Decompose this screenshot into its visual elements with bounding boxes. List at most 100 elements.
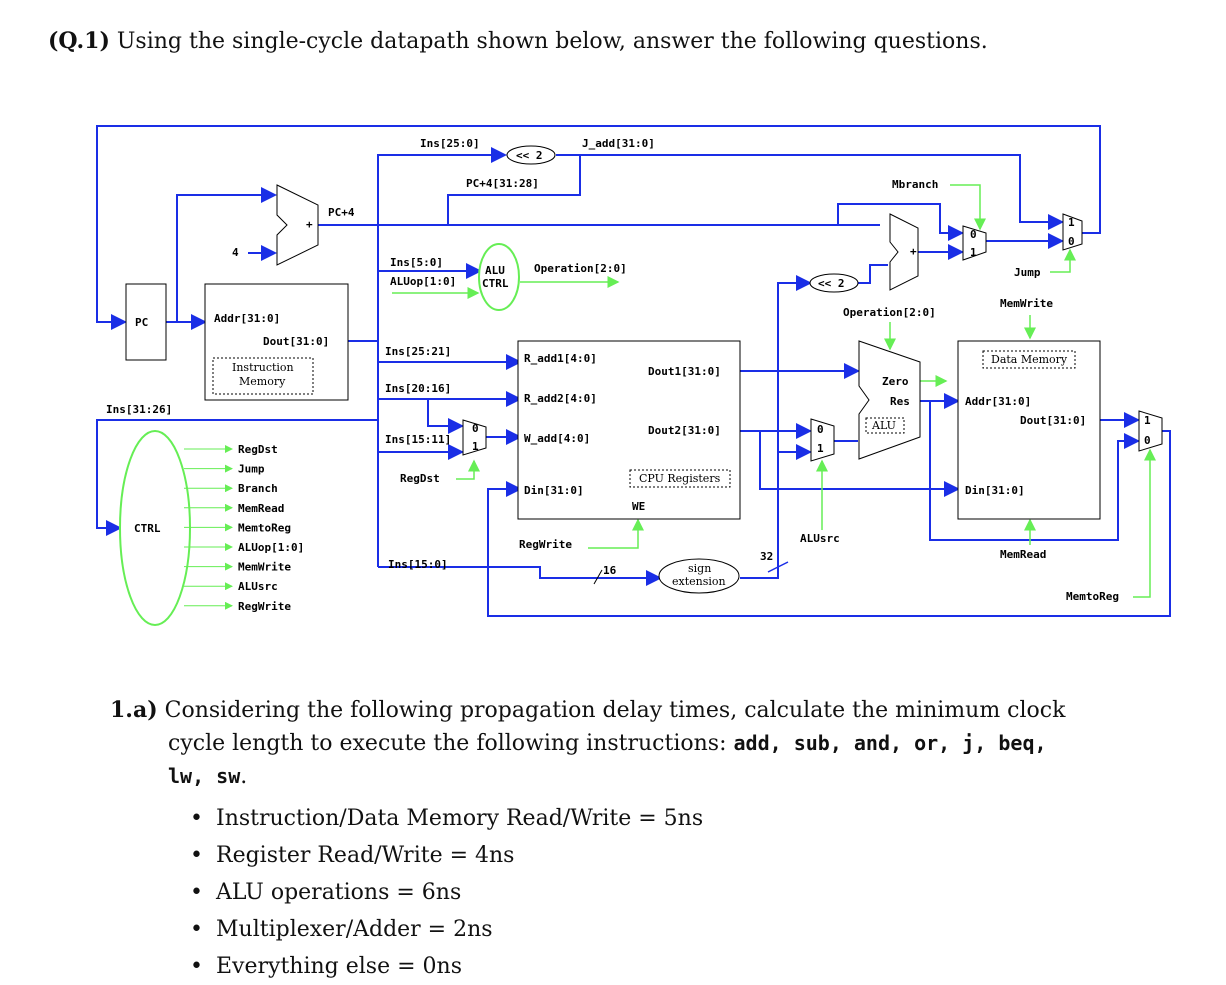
delay-item: •Multiplexer/Adder = 2ns bbox=[190, 917, 493, 942]
memtoreg-mux bbox=[1138, 410, 1163, 452]
jump-control bbox=[1050, 248, 1076, 273]
delay-item: •ALU operations = 6ns bbox=[190, 880, 462, 905]
operation-top-label: Operation[2:0] bbox=[534, 262, 627, 275]
svg-text:CTRL: CTRL bbox=[482, 277, 509, 290]
alusrc-label: ALUsrc bbox=[800, 532, 840, 545]
svg-text:<< 2: << 2 bbox=[516, 149, 543, 162]
pc4-31-28-label: PC+4[31:28] bbox=[466, 177, 539, 190]
svg-text:WE: WE bbox=[632, 500, 645, 513]
alusrc-mux bbox=[810, 418, 835, 462]
svg-text:Res: Res bbox=[890, 395, 910, 408]
ctrl-output-label: RegWrite bbox=[238, 600, 291, 613]
ins5-0-label: Ins[5:0] bbox=[390, 256, 443, 269]
svg-text:Dout[31:0]: Dout[31:0] bbox=[263, 335, 329, 348]
svg-text:Instruction: Instruction bbox=[232, 361, 294, 374]
svg-text:16: 16 bbox=[603, 564, 617, 577]
writeback-wire bbox=[487, 430, 1171, 617]
delay-list: •Instruction/Data Memory Read/Write = 5n… bbox=[190, 800, 703, 985]
svg-text:<< 2: << 2 bbox=[818, 277, 845, 290]
aluop-label: ALUop[1:0] bbox=[390, 275, 456, 288]
svg-text:Din[31:0]: Din[31:0] bbox=[524, 484, 584, 497]
memtoreg-label: MemtoReg bbox=[1066, 590, 1119, 603]
svg-text:Addr[31:0]: Addr[31:0] bbox=[965, 395, 1031, 408]
memtoreg-control bbox=[1133, 448, 1156, 598]
ctrl-output-label: Branch bbox=[238, 482, 278, 495]
mbranch-label: Mbranch bbox=[892, 178, 938, 191]
regdst-label: RegDst bbox=[400, 472, 440, 485]
four-label: 4 bbox=[232, 246, 239, 259]
ctrl-output-label: MemWrite bbox=[238, 561, 291, 574]
regdst-mux bbox=[462, 419, 487, 456]
svg-text:Zero: Zero bbox=[882, 375, 909, 388]
svg-text:+: + bbox=[306, 218, 313, 231]
ins15-0-label: Ins[15:0] bbox=[388, 558, 448, 571]
svg-text:0: 0 bbox=[1068, 235, 1075, 248]
question-number: (Q.1) bbox=[48, 28, 110, 54]
instruction-bus bbox=[348, 147, 507, 342]
memwrite-label: MemWrite bbox=[1000, 297, 1053, 310]
ins25-21-label: Ins[25:21] bbox=[385, 345, 451, 358]
ctrl-output-label: ALUsrc bbox=[238, 580, 278, 593]
svg-text:Dout1[31:0]: Dout1[31:0] bbox=[648, 365, 721, 378]
pc4-31-28-wire bbox=[447, 155, 581, 225]
part-a-text-1: Considering the following propagation de… bbox=[164, 698, 1066, 723]
jump-feedback-wire bbox=[96, 125, 1101, 330]
register-file bbox=[517, 340, 741, 520]
mbranch-control bbox=[950, 184, 986, 231]
shift-left-2-branch bbox=[809, 273, 859, 293]
svg-text:W_add[4:0]: W_add[4:0] bbox=[524, 432, 590, 445]
svg-text:1: 1 bbox=[472, 440, 479, 453]
regwrite-label: RegWrite bbox=[519, 538, 572, 551]
ctrl-output-label: MemtoReg bbox=[238, 521, 291, 534]
pc4-label: PC+4 bbox=[328, 206, 355, 219]
svg-text:Addr[31:0]: Addr[31:0] bbox=[214, 312, 280, 325]
mbranch-mux bbox=[962, 225, 987, 261]
ins20-16-label: Ins[20:16] bbox=[385, 382, 451, 395]
question-text: Using the single-cycle datapath shown be… bbox=[116, 29, 988, 54]
svg-text:1: 1 bbox=[1068, 216, 1075, 229]
svg-text:R_add2[4:0]: R_add2[4:0] bbox=[524, 392, 597, 405]
svg-text:Dout[31:0]: Dout[31:0] bbox=[1020, 414, 1086, 427]
shift-left-2-jump bbox=[506, 145, 556, 165]
svg-text:1: 1 bbox=[817, 442, 824, 455]
single-cycle-datapath-diagram: PC + 4 PC+4 << 2 Ins[25:0] J_add[31:0] P… bbox=[96, 125, 1171, 626]
jump-label: Jump bbox=[1014, 266, 1041, 279]
svg-text:Data Memory: Data Memory bbox=[991, 353, 1068, 366]
svg-text:CPU Registers: CPU Registers bbox=[639, 472, 721, 485]
sign-extension-unit bbox=[658, 558, 740, 594]
svg-text:Dout2[31:0]: Dout2[31:0] bbox=[648, 424, 721, 437]
dout2-to-dm-din bbox=[759, 431, 960, 497]
part-a-label: 1.a) bbox=[110, 697, 158, 723]
period: . bbox=[240, 764, 248, 789]
operation-alu-label: Operation[2:0] bbox=[843, 306, 936, 319]
svg-text:Memory: Memory bbox=[239, 375, 286, 388]
control-unit bbox=[119, 430, 191, 626]
delay-item: •Everything else = 0ns bbox=[190, 954, 462, 979]
part-a: 1.a) Considering the following propagati… bbox=[110, 694, 1140, 793]
svg-text:32: 32 bbox=[760, 550, 773, 563]
instruction-memory bbox=[204, 283, 349, 401]
j-add-label: J_add[31:0] bbox=[582, 137, 655, 150]
shift2-to-adder bbox=[856, 264, 888, 284]
j-add-wire bbox=[556, 154, 1064, 230]
jump-mux bbox=[1062, 213, 1083, 251]
branch-adder bbox=[889, 213, 919, 291]
memread-label: MemRead bbox=[1000, 548, 1046, 561]
alu-control-unit bbox=[478, 243, 520, 311]
regdst-control bbox=[456, 459, 480, 480]
svg-text:0: 0 bbox=[472, 422, 479, 435]
svg-text:0: 0 bbox=[1144, 434, 1151, 447]
svg-text:Din[31:0]: Din[31:0] bbox=[965, 484, 1025, 497]
svg-text:ALU: ALU bbox=[485, 264, 505, 277]
alu-res-bypass bbox=[929, 401, 1140, 541]
data-memory bbox=[957, 340, 1101, 520]
instruction-list-2: lw, sw bbox=[168, 764, 241, 788]
pc4-to-branch-adder bbox=[837, 203, 964, 241]
question-heading: (Q.1) Using the single-cycle datapath sh… bbox=[48, 28, 988, 54]
part-a-text-2: cycle length to execute the following in… bbox=[168, 731, 727, 756]
pc-register bbox=[125, 283, 167, 361]
ctrl-output-label: Jump bbox=[238, 463, 265, 476]
svg-text:ALU: ALU bbox=[871, 419, 896, 432]
alu-unit bbox=[858, 340, 921, 460]
svg-text:1: 1 bbox=[1144, 414, 1151, 427]
